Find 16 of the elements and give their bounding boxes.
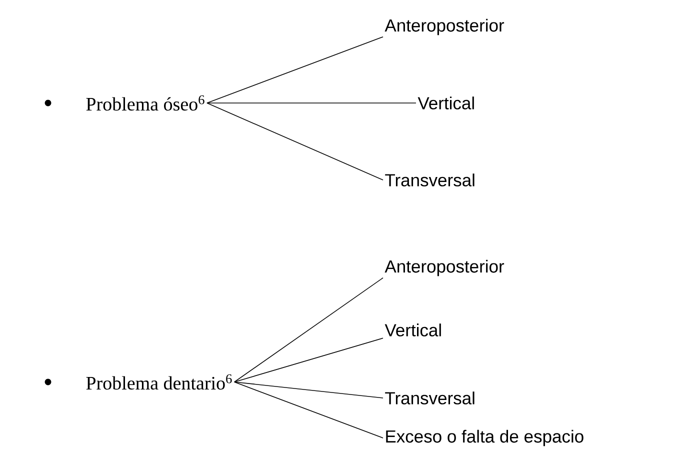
branch-text: Transversal: [385, 392, 474, 404]
branch-text: Vertical: [418, 96, 474, 110]
branch-line: [234, 382, 384, 398]
branch-line: [206, 102, 416, 104]
branch-line: [206, 36, 384, 104]
branch-line: [234, 277, 384, 382]
branch-text: Anteroposterior: [384, 18, 504, 36]
branch-line: [206, 102, 384, 180]
branch-text: Anteroposterior: [384, 260, 504, 276]
branch-text: Vertical: [384, 324, 441, 336]
category-text: Problema dentario$^{6}$: [86, 374, 232, 390]
branch-line: [234, 382, 384, 438]
branch-line: [234, 338, 384, 382]
branch-text: Transversal: [385, 174, 474, 186]
branch-text: Exceso o falta de espacio: [386, 430, 584, 446]
category-text: Problema óseo$^{6}$: [86, 95, 204, 111]
